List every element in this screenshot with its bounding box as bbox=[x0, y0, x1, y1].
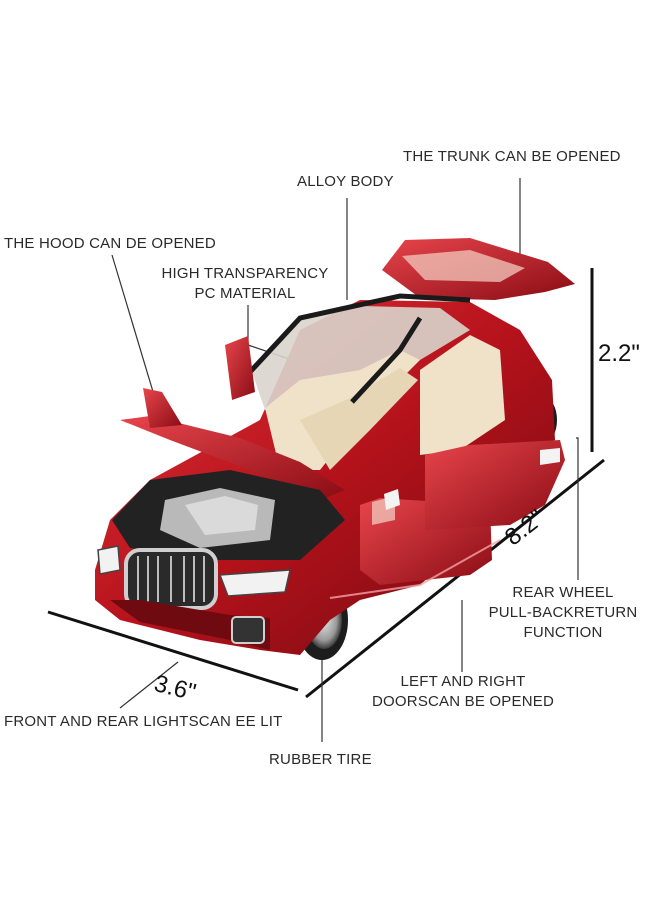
rear-right-door bbox=[425, 440, 565, 530]
headlight-right bbox=[218, 569, 291, 597]
doors-line-2: DOORSCAN BE OPENED bbox=[372, 693, 554, 710]
headlight-left bbox=[97, 545, 121, 575]
alloy-body-label: ALLOY BODY bbox=[297, 173, 394, 190]
width-dimension-line bbox=[47, 610, 299, 692]
dimension-lines bbox=[47, 268, 605, 699]
doors-line-1: LEFT AND RIGHT bbox=[400, 673, 526, 690]
rubber-tire-label: RUBBER TIRE bbox=[269, 751, 372, 768]
length-dimension-line bbox=[305, 458, 605, 699]
trunk-label: THE TRUNK CAN BE OPENED bbox=[403, 148, 621, 165]
rear-wheel-line-2: PULL-BACKRETURN bbox=[488, 604, 638, 621]
pc-material-line-2: PC MATERIAL bbox=[194, 285, 296, 302]
height-dimension-text: 2.2" bbox=[598, 340, 640, 367]
front-left-door bbox=[225, 336, 255, 400]
hood-label: THE HOOD CAN DE OPENED bbox=[4, 235, 216, 252]
hood bbox=[120, 416, 345, 500]
rear-wheel-line-3: FUNCTION bbox=[523, 624, 603, 641]
pc-material-line-1: HIGH TRANSPARENCY bbox=[161, 265, 329, 282]
rear-wheel-label: REAR WHEEL PULL-BACKRETURN FUNCTION bbox=[478, 583, 648, 643]
rear-wheel-line-1: REAR WHEEL bbox=[512, 584, 614, 601]
kidney-grille bbox=[124, 548, 218, 610]
pc-material-label: HIGH TRANSPARENCY PC MATERIAL bbox=[150, 264, 340, 304]
lights-label: FRONT AND REAR LIGHTSCAN EE LIT bbox=[4, 713, 283, 730]
doors-label: LEFT AND RIGHT DOORSCAN BE OPENED bbox=[358, 672, 568, 712]
